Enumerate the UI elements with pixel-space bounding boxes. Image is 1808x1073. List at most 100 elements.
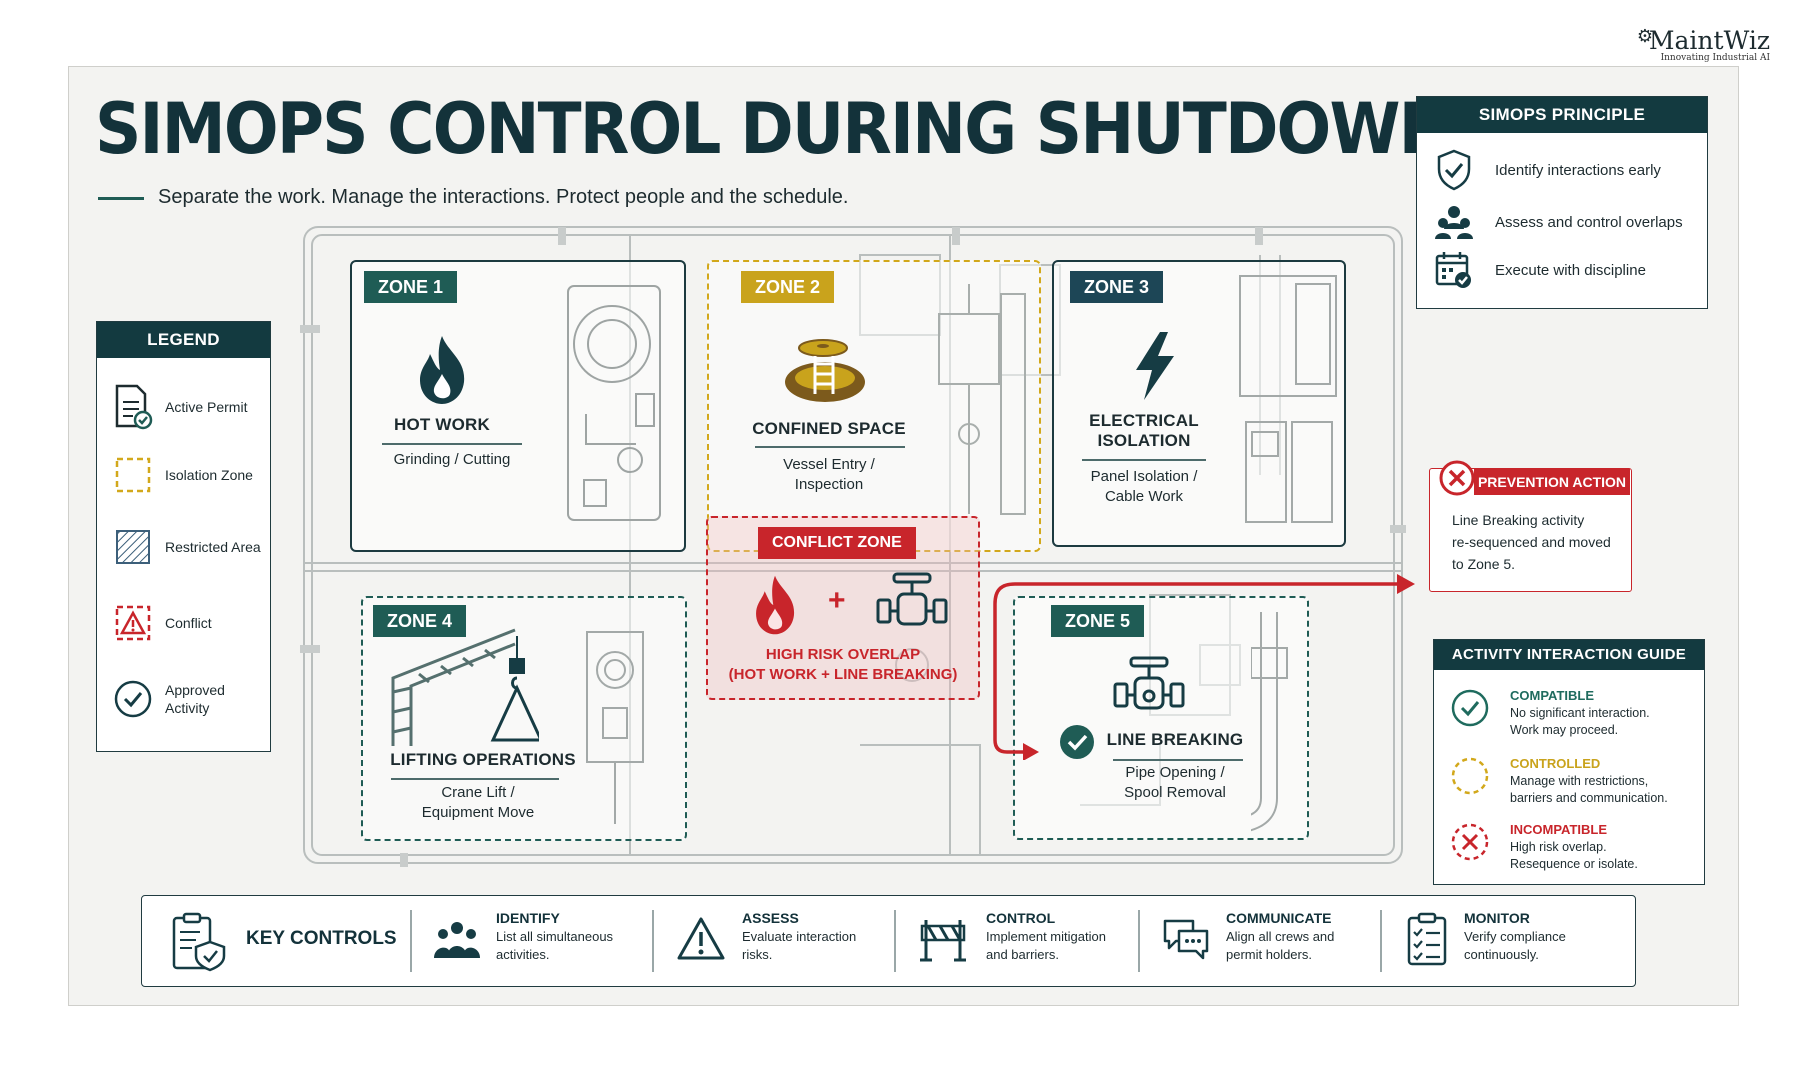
kc-separator <box>1138 910 1140 972</box>
assess-warning-icon <box>677 917 725 960</box>
zone-3-subtitle-1: Panel Isolation / <box>1090 468 1198 485</box>
lightning-icon <box>1136 332 1174 400</box>
hatched-box-icon <box>116 530 150 564</box>
conflict-zone-tag: CONFLICT ZONE <box>758 527 916 559</box>
kc-separator <box>1380 910 1382 972</box>
clipboard-shield-icon <box>172 912 226 972</box>
plus-sign: + <box>828 584 846 617</box>
prevention-text-3: to Zone 5. <box>1452 556 1516 572</box>
page-subtitle: Separate the work. Manage the interactio… <box>158 186 849 208</box>
zone-2-tag: ZONE 2 <box>741 271 835 303</box>
subtitle-rule <box>98 197 144 200</box>
zone-3-rule <box>1082 459 1206 461</box>
brand-tagline: Innovating Industrial AI <box>1660 53 1770 63</box>
checklist-icon <box>1407 912 1447 966</box>
kc-separator <box>652 910 654 972</box>
calendar-check-icon <box>1435 252 1471 288</box>
zone-5-box[interactable]: ZONE 5 LINE BREAKING Pipe Opening / Spoo… <box>1013 596 1309 840</box>
principle-header: SIMOPS PRINCIPLE <box>1417 97 1707 133</box>
crane-icon <box>391 628 539 746</box>
controlled-dashed-circle-icon <box>1451 757 1489 795</box>
zone-2-rule <box>755 446 905 448</box>
prevention-text-1: Line Breaking activity <box>1452 512 1585 528</box>
principle-item-identify: Identify interactions early <box>1435 149 1661 191</box>
x-circle-icon <box>1439 460 1475 496</box>
zone-5-subtitle-1: Pipe Opening / <box>1125 764 1225 781</box>
dashed-yellow-box-icon <box>115 457 151 493</box>
zone-3-title-2: ISOLATION <box>1097 431 1191 450</box>
zone-4-subtitle-1: Crane Lift / <box>441 784 515 801</box>
zone-3-title-1: ELECTRICAL <box>1089 411 1199 430</box>
conflict-line-1: HIGH RISK OVERLAP <box>765 646 921 663</box>
zone-1-tag: ZONE 1 <box>364 271 458 303</box>
brand-name: MaintWiz <box>1648 26 1770 55</box>
people-icon <box>1435 206 1473 239</box>
zone-5-rule <box>1113 759 1243 761</box>
conflict-flame-icon <box>756 575 795 635</box>
zone-5-subtitle-2: Spool Removal <box>1124 784 1226 801</box>
zone-4-tag: ZONE 4 <box>373 605 467 637</box>
principle-item-assess: Assess and control overlaps <box>1435 203 1683 241</box>
zone-5-tag: ZONE 5 <box>1051 605 1145 637</box>
permit-document-icon <box>115 384 153 430</box>
legend-panel: LEGEND Active Permit Isolation Zone Rest… <box>96 321 271 752</box>
zone-3-box[interactable]: ZONE 3 ELECTRICAL ISOLATION Panel Isolat… <box>1052 260 1346 547</box>
barrier-icon <box>920 920 966 962</box>
flame-icon <box>420 336 465 404</box>
zone-4-box[interactable]: ZONE 4 LIFTING OPERATIONS Crane Lift / E… <box>361 596 687 841</box>
gear-icon: ⚙ <box>1636 26 1654 46</box>
compatible-check-icon <box>1451 689 1489 727</box>
machine-sketch <box>567 285 661 521</box>
team-icon <box>434 922 480 958</box>
legend-item-approved: Approved Activity <box>97 674 270 724</box>
approved-check-icon <box>1060 725 1094 759</box>
brand-logo: ⚙ MaintWiz Innovating Industrial AI <box>1637 26 1770 63</box>
zone-4-rule <box>391 778 559 780</box>
legend-header: LEGEND <box>97 322 270 358</box>
warning-icon <box>115 605 151 641</box>
manhole-ladder-icon <box>785 339 865 402</box>
zone-1-rule <box>382 443 522 445</box>
guide-header: ACTIVITY INTERACTION GUIDE <box>1434 640 1704 670</box>
zone-3-subtitle-2: Cable Work <box>1104 488 1184 505</box>
zone-3-tag: ZONE 3 <box>1070 271 1164 303</box>
kc-separator <box>410 910 412 972</box>
prevention-text-2: re-sequenced and moved <box>1452 534 1611 550</box>
check-circle-icon <box>114 680 152 718</box>
zone-2-box[interactable]: ZONE 2 CONFINED SPACE Vessel Entry / Ins… <box>707 260 1041 552</box>
conflict-zone-box[interactable]: CONFLICT ZONE + HIGH RISK OVERLAP (HOT W… <box>706 516 980 700</box>
key-controls-label: KEY CONTROLS <box>246 928 397 949</box>
kc-separator <box>894 910 896 972</box>
legend-item-restricted-area: Restricted Area <box>97 522 270 572</box>
legend-item-active-permit: Active Permit <box>97 382 270 432</box>
prevention-action-panel: PREVENTION ACTION Line Breaking activity… <box>1429 460 1632 592</box>
shield-check-icon <box>1437 149 1471 191</box>
prevention-header: PREVENTION ACTION <box>1474 469 1630 495</box>
zone-2-subtitle-1: Vessel Entry / <box>783 456 875 473</box>
pipe-sketch <box>1251 612 1288 832</box>
conflict-valve-icon <box>876 572 948 626</box>
zone-1-subtitle: Grinding / Cutting <box>393 451 511 468</box>
zone-4-title: LIFTING OPERATIONS <box>390 750 576 769</box>
conflict-line-2: (HOT WORK + LINE BREAKING) <box>728 666 958 683</box>
resequence-arrows <box>993 574 1415 760</box>
zone-5-title: LINE BREAKING <box>1106 730 1244 749</box>
zone-1-title: HOT WORK <box>393 415 491 434</box>
principle-panel: SIMOPS PRINCIPLE Identify interactions e… <box>1416 96 1708 309</box>
zone-2-title: CONFINED SPACE <box>752 419 906 438</box>
principle-item-execute: Execute with discipline <box>1435 251 1646 289</box>
legend-item-conflict: Conflict <box>97 598 270 648</box>
zone-1-box[interactable]: ZONE 1 HOT WORK Grinding / Cutting <box>350 260 686 552</box>
legend-item-isolation-zone: Isolation Zone <box>97 450 270 500</box>
valve-icon <box>1113 656 1185 710</box>
zone-4-subtitle-2: Equipment Move <box>421 804 535 821</box>
